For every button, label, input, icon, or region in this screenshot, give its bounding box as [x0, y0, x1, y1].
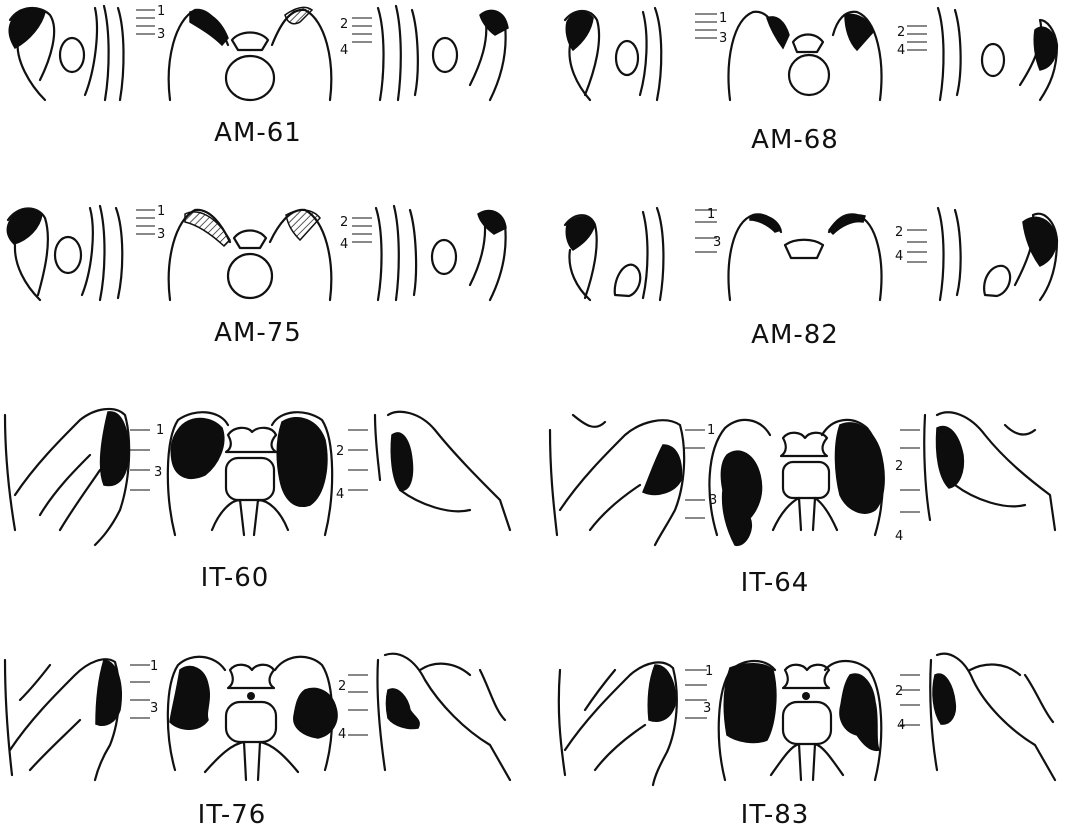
level-number: 3 — [154, 465, 162, 480]
level-number: 4 — [340, 43, 348, 58]
panel-it-60: 1 3 2 4 IT-60 — [0, 400, 520, 600]
level-number: 3 — [703, 701, 711, 716]
level-number: 1 — [157, 204, 165, 219]
level-number: 4 — [895, 249, 903, 264]
panel-am-61: 1 3 2 4 AM-61 — [0, 0, 520, 200]
panel-caption: AM-68 — [695, 125, 895, 155]
brain-section-drawing: 1 3 2 4 — [545, 200, 1065, 310]
level-number: 1 — [150, 659, 158, 674]
level-number: 4 — [897, 718, 905, 733]
panel-caption: AM-82 — [695, 320, 895, 350]
level-number: 1 — [719, 11, 727, 26]
level-number: 3 — [719, 31, 727, 46]
level-number: 1 — [156, 423, 164, 438]
level-number: 3 — [713, 235, 721, 250]
level-number: 2 — [895, 684, 903, 699]
panel-caption: IT-83 — [675, 800, 875, 830]
level-number: 4 — [338, 727, 346, 742]
panel-caption: IT-60 — [135, 563, 335, 593]
level-number: 2 — [897, 25, 905, 40]
level-number: 1 — [707, 207, 715, 222]
level-number: 3 — [157, 27, 165, 42]
level-number: 4 — [340, 237, 348, 252]
brain-section-drawing: 1 3 2 4 — [0, 640, 520, 790]
level-number: 2 — [340, 17, 348, 32]
level-number: 2 — [895, 459, 903, 474]
level-number: 4 — [895, 529, 903, 544]
panel-caption: AM-61 — [158, 118, 358, 148]
panel-it-64: 1 3 2 4 IT-64 — [545, 400, 1065, 600]
level-number: 2 — [336, 444, 344, 459]
level-number: 3 — [157, 227, 165, 242]
panel-caption: AM-75 — [158, 318, 358, 348]
panel-it-76: 1 3 2 4 IT-76 — [0, 640, 520, 840]
panel-am-68: 1 3 2 4 AM-68 — [545, 0, 1065, 200]
level-number: 1 — [705, 664, 713, 679]
brain-section-drawing: 1 3 2 4 — [0, 400, 520, 550]
panel-caption: IT-64 — [675, 568, 875, 598]
brain-section-drawing: 1 3 2 4 — [545, 0, 1065, 110]
level-number: 2 — [340, 215, 348, 230]
brain-section-drawing: 1 3 2 4 — [545, 640, 1065, 790]
level-number: 3 — [709, 493, 717, 508]
panel-it-83: 1 3 2 4 IT-83 — [545, 640, 1065, 840]
level-number: 2 — [895, 225, 903, 240]
brain-section-drawing: 1 3 2 4 — [0, 200, 520, 310]
level-number: 4 — [336, 487, 344, 502]
panel-am-82: 1 3 2 4 AM-82 — [545, 200, 1065, 400]
level-number: 4 — [897, 43, 905, 58]
level-number: 3 — [150, 701, 158, 716]
brain-section-drawing: 1 3 2 4 — [545, 400, 1065, 550]
level-number: 2 — [338, 679, 346, 694]
brain-section-drawing: 1 3 2 4 — [0, 0, 520, 110]
panel-caption: IT-76 — [132, 800, 332, 830]
level-number: 1 — [707, 423, 715, 438]
level-number: 1 — [157, 4, 165, 19]
panel-am-75: 1 3 2 4 AM-75 — [0, 200, 520, 400]
